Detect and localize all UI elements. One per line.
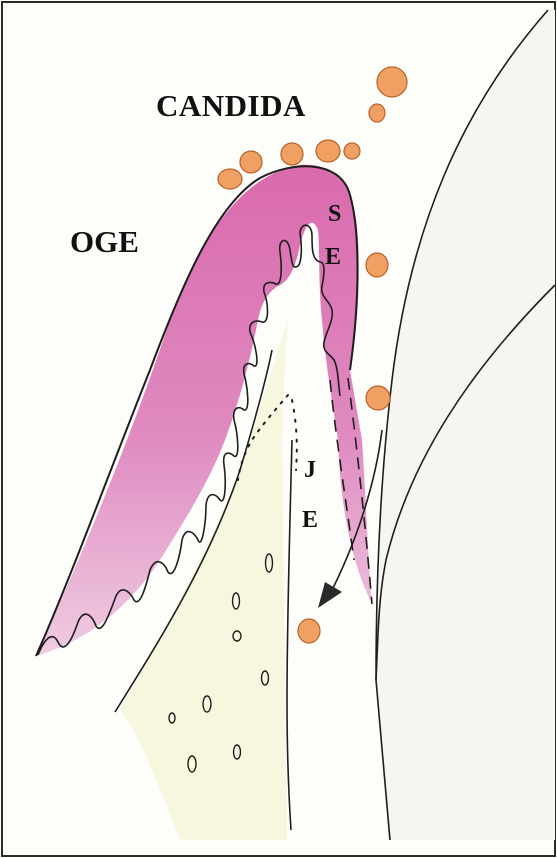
candida-cell: [366, 386, 390, 410]
se-label-e: E: [325, 245, 341, 269]
migration-arrow-head: [318, 582, 342, 608]
candida-cell: [369, 104, 385, 122]
se-label-s: S: [328, 202, 341, 226]
junctional-epithelium-line: [287, 440, 292, 830]
candida-cell: [298, 619, 320, 643]
candida-cell: [281, 143, 303, 165]
je-label-e: E: [302, 508, 318, 532]
candida-label: CANDIDA: [156, 90, 306, 121]
candida-cell: [218, 169, 242, 189]
candida-cell: [344, 143, 360, 159]
je-label-j: J: [304, 458, 316, 482]
tooth-region: [376, 10, 555, 840]
je-dotted-boundary-right: [292, 400, 297, 470]
oge-label: OGE: [70, 226, 139, 257]
candida-cell: [316, 140, 340, 162]
candida-cell: [366, 253, 388, 277]
candida-cell: [240, 151, 262, 173]
candida-cell: [377, 67, 407, 97]
